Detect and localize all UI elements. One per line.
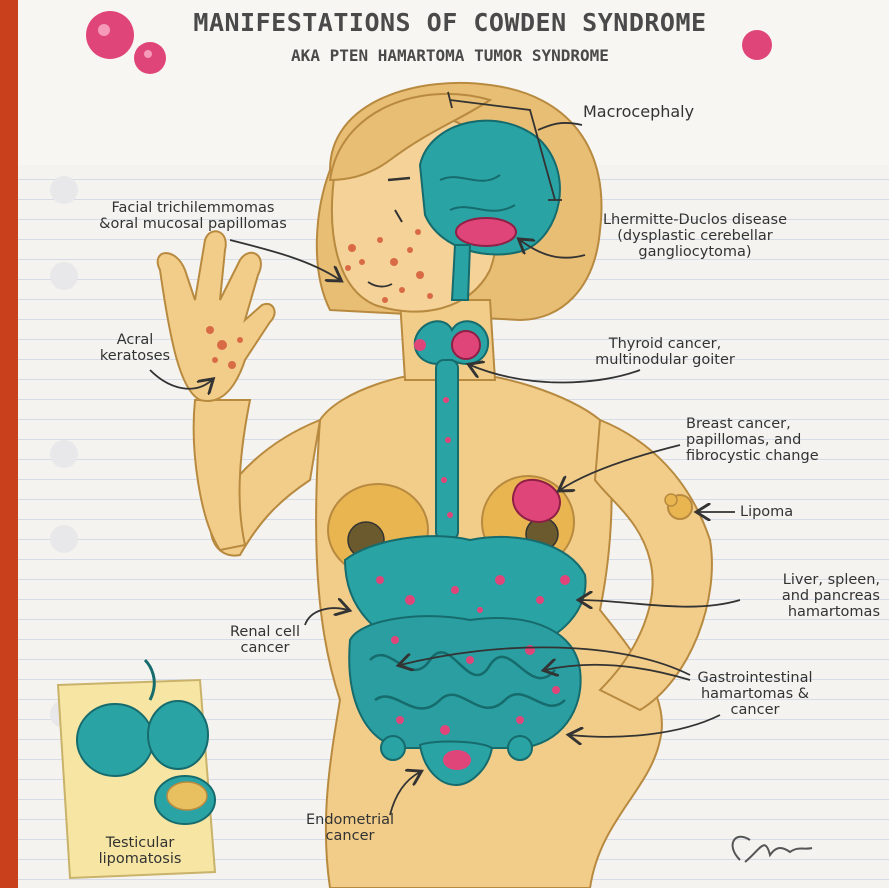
label-breast-cancer: Breast cancer, papillomas, and fibrocyst… [686, 416, 819, 464]
label-acral-keratoses: Acral keratoses [80, 332, 190, 364]
label-testicular-lipomatosis: Testicular lipomatosis [80, 835, 200, 867]
label-thyroid-cancer: Thyroid cancer, multinodular goiter [570, 336, 760, 368]
label-renal-cell-cancer: Renal cell cancer [210, 624, 320, 656]
thyroid [414, 321, 488, 364]
label-endometrial-cancer: Endometrial cancer [290, 812, 410, 844]
label-liver-spleen-pancreas: Liver, spleen, and pancreas hamartomas [740, 572, 880, 620]
label-lipoma: Lipoma [740, 504, 793, 520]
label-gastrointestinal: Gastrointestinal hamartomas & cancer [680, 670, 830, 718]
label-macrocephaly: Macrocephaly [583, 104, 694, 120]
diagram-subtitle: AKA PTEN HAMARTOMA TUMOR SYNDROME [225, 46, 675, 65]
abdominal-organs [345, 536, 586, 748]
label-facial-trichilemmomas: Facial trichilemmomas &oral mucosal papi… [78, 200, 308, 232]
esophagus [436, 360, 458, 540]
diagram-title: MANIFESTATIONS OF COWDEN SYNDROME [165, 8, 735, 37]
label-lhermitte-duclos: Lhermitte-Duclos disease (dysplastic cer… [580, 212, 810, 260]
